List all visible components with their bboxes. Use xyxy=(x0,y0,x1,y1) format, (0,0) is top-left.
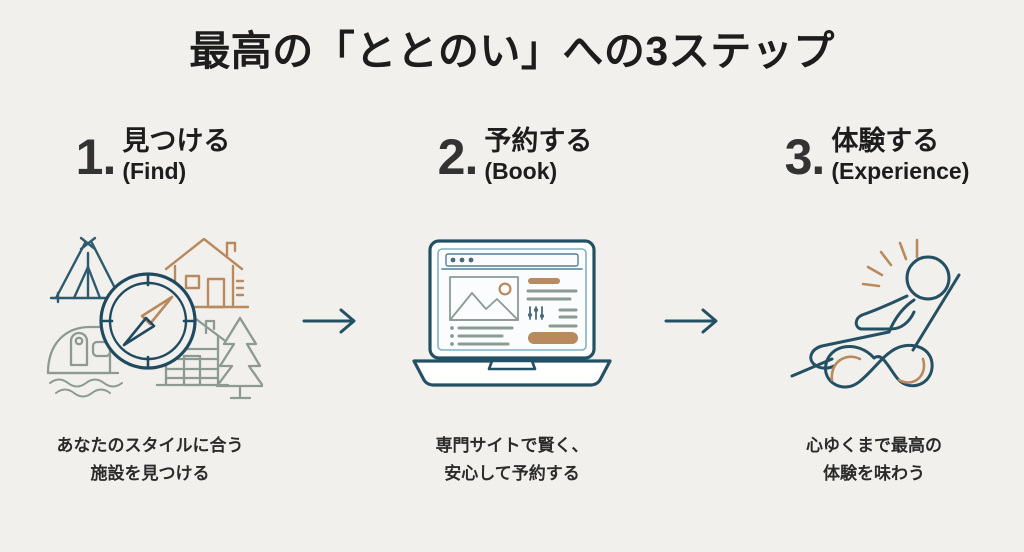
step-find-header: 1. 見つける (Find) xyxy=(70,124,231,210)
step-book-illustration xyxy=(397,220,627,410)
find-lodging-compass-icon xyxy=(46,236,263,399)
step-book-number: 2. xyxy=(437,129,479,185)
step-experience: 3. 体験する (Experience) xyxy=(724,124,1024,488)
person-relaxing-lounge-chair-icon xyxy=(790,238,960,388)
step-experience-titles: 体験する (Experience) xyxy=(831,124,969,186)
mountain-icon xyxy=(449,291,519,321)
step-experience-caption: 心ゆくまで最高の 体験を味わう xyxy=(806,432,942,488)
relaxation-rays-icon xyxy=(861,238,918,287)
step-find-titles: 見つける (Find) xyxy=(122,124,230,186)
steps-row: 1. 見つける (Find) xyxy=(0,124,1024,524)
person-icon xyxy=(854,294,915,333)
sun-icon xyxy=(498,281,512,295)
infinity-symbol-icon xyxy=(823,343,934,388)
compass-icon xyxy=(98,271,197,370)
pine-tree-icon xyxy=(215,316,263,399)
step-find-illustration xyxy=(35,220,265,410)
tent-icon xyxy=(49,236,127,303)
step-find: 1. 見つける (Find) xyxy=(0,124,300,488)
result-list-block xyxy=(450,325,514,346)
page-title: 最高の「ととのい」への3ステップ xyxy=(189,28,835,74)
laptop-booking-site-icon xyxy=(412,238,612,387)
listing-details-block xyxy=(526,277,578,344)
arrow-step1-to-step2 xyxy=(300,124,362,524)
person-head-icon xyxy=(905,255,950,300)
step-experience-title-en: (Experience) xyxy=(831,158,970,185)
step-find-title-ja: 見つける xyxy=(122,126,231,156)
step-experience-illustration xyxy=(759,220,989,410)
step-experience-title-ja: 体験する xyxy=(831,126,940,156)
step-find-number: 1. xyxy=(75,129,117,185)
arrow-right-icon xyxy=(302,308,356,334)
step-book-caption: 専門サイトで賢く、 安心して予約する xyxy=(436,432,589,488)
step-book-titles: 予約する (Book) xyxy=(484,124,592,186)
filter-slider-icon xyxy=(527,305,545,320)
step-book: 2. 予約する (Book) xyxy=(362,124,662,488)
arrow-step2-to-step3 xyxy=(662,124,724,524)
photo-placeholder-icon xyxy=(449,275,519,321)
step-book-header: 2. 予約する (Book) xyxy=(432,124,593,210)
lounge-chair-icon xyxy=(790,330,890,377)
step-find-caption-line1: あなたのスタイルに合う xyxy=(56,436,244,455)
cta-button-shape xyxy=(528,331,578,344)
step-experience-number: 3. xyxy=(784,129,826,185)
lounge-chair-back-rail xyxy=(911,273,960,351)
step-book-title-ja: 予約する xyxy=(484,126,593,156)
step-find-caption-line2: 施設を見つける xyxy=(90,464,210,484)
infinity-accent-arcs xyxy=(830,354,925,384)
arrow-right-icon xyxy=(664,308,718,334)
step-book-title-en: (Book) xyxy=(484,158,558,185)
step-find-title-en: (Find) xyxy=(122,158,187,185)
step-experience-caption-line1: 心ゆくまで最高の xyxy=(806,436,942,455)
step-experience-caption-line2: 体験を味わう xyxy=(823,464,925,484)
step-find-caption: あなたのスタイルに合う 施設を見つける xyxy=(57,432,244,488)
step-book-caption-line2: 安心して予約する xyxy=(444,464,580,484)
browser-dots-icon xyxy=(450,257,474,262)
step-book-caption-line1: 専門サイトで賢く、 xyxy=(435,436,589,455)
step-experience-header: 3. 体験する (Experience) xyxy=(779,124,970,210)
browser-window xyxy=(441,252,583,270)
